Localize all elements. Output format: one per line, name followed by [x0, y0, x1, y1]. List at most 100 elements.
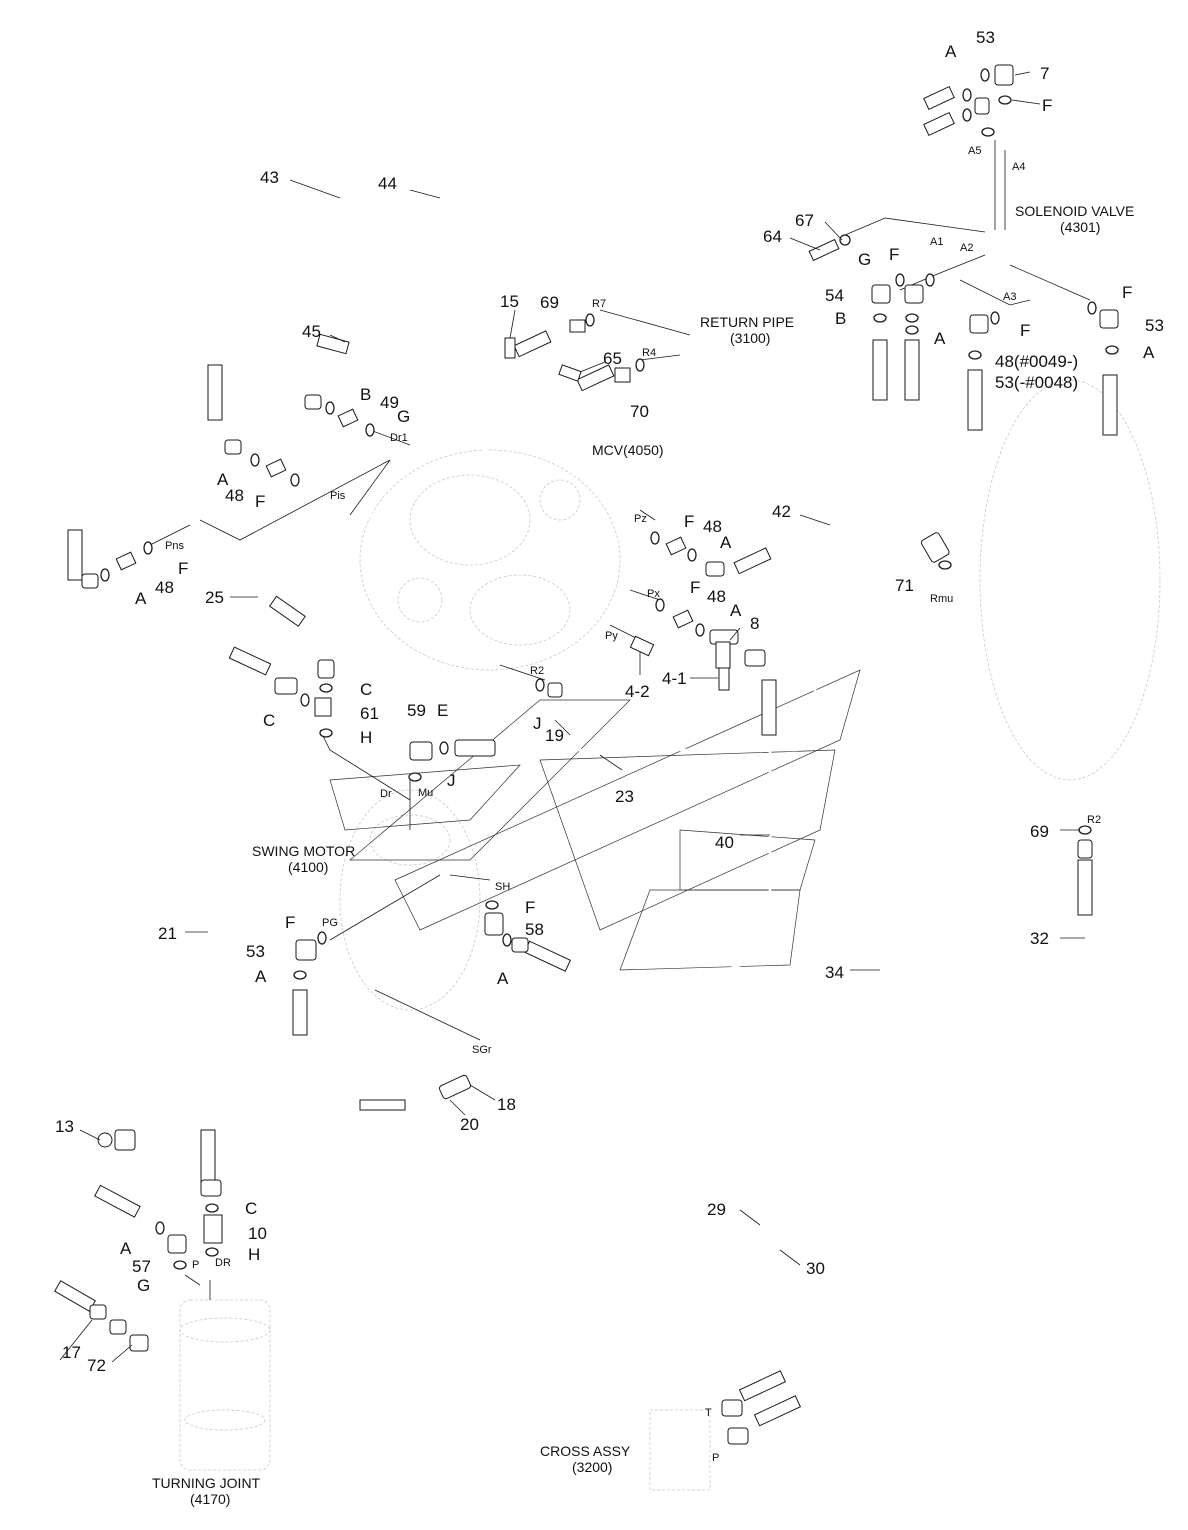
solenoid-valve-label: SOLENOID VALVE [1015, 203, 1134, 219]
callout: H [360, 728, 372, 747]
callout: 72 [87, 1356, 106, 1375]
callout: PG [322, 917, 338, 929]
callout: F [178, 559, 188, 578]
cross-assy-code: (3200) [572, 1459, 612, 1475]
callout: F [684, 512, 694, 531]
callout: 8 [750, 614, 759, 633]
pipe-44 [213, 78, 946, 440]
callout: R4 [642, 347, 656, 359]
frame-logo-outline [329, 669, 861, 971]
callout: F [525, 898, 535, 917]
callout: 21 [158, 924, 177, 943]
solenoid-ghost [979, 379, 1161, 781]
callout: 48 [225, 486, 244, 505]
callout: 4-1 [662, 669, 687, 688]
callout: 17 [62, 1343, 81, 1362]
pipe-45 [290, 337, 541, 402]
swing-motor-code: (4100) [288, 859, 328, 875]
callout: 70 [630, 402, 649, 421]
callout: F [690, 578, 700, 597]
callout: 18 [497, 1095, 516, 1114]
callout: B [835, 309, 846, 328]
callout: A [945, 42, 957, 61]
pipe-20 [298, 1030, 441, 1107]
callout: A [934, 329, 946, 348]
callout: E [437, 701, 448, 720]
pipe-25 [258, 383, 601, 652]
port-leaders [149, 140, 1091, 1300]
callout: Py [605, 630, 618, 642]
callout: Dr1 [390, 432, 408, 444]
callout: 69 [1030, 822, 1049, 841]
callout: 64 [763, 227, 782, 246]
cross-assy-ghost [649, 1409, 711, 1491]
callout: F [1042, 96, 1052, 115]
pipe-43 [73, 48, 946, 585]
callout: A4 [1012, 161, 1025, 173]
callout: G [397, 407, 410, 426]
fittings [81, 64, 1119, 1445]
callout: 25 [205, 588, 224, 607]
callout: 45 [302, 322, 321, 341]
swing-motor-label: SWING MOTOR [252, 843, 355, 859]
callout: 30 [806, 1259, 825, 1278]
callout: Pis [330, 490, 346, 502]
callout: A [217, 470, 229, 489]
callout: 23 [615, 787, 634, 806]
callout: 61 [360, 704, 379, 723]
callout: 53 [976, 28, 995, 47]
callout: 54 [825, 286, 844, 305]
callout: SGr [472, 1044, 492, 1056]
turning-joint-label: TURNING JOINT [152, 1475, 261, 1491]
turning-joint-code: (4170) [190, 1491, 230, 1507]
callout: R2 [1087, 814, 1101, 826]
callout: A2 [960, 242, 973, 254]
callout: A [730, 601, 742, 620]
hose-crimps [53, 85, 1118, 1427]
callout: 34 [825, 963, 844, 982]
callout: A3 [1003, 291, 1016, 303]
callout: 40 [715, 833, 734, 852]
callout: F [255, 492, 265, 511]
pipe-21 [206, 652, 266, 1150]
callout: 48(#0049-) [995, 352, 1078, 371]
callout: 69 [540, 293, 559, 312]
callouts: A 53 7 F A5 A4 43 44 67 64 G F A1 A2 54 … [55, 28, 1164, 1464]
callout: A [255, 967, 267, 986]
callout: A5 [968, 145, 981, 157]
callout: 65 [603, 349, 622, 368]
callout: Mu [418, 787, 433, 799]
callout: 44 [378, 174, 397, 193]
callout: Pns [165, 540, 184, 552]
callout: F [285, 913, 295, 932]
callout-leaders [59, 71, 1085, 1363]
pipe-23 [490, 503, 937, 752]
callout: 48 [707, 587, 726, 606]
callout: C [245, 1199, 257, 1218]
callout: Dr [380, 788, 392, 800]
callout: G [137, 1276, 150, 1295]
callout: J [533, 714, 542, 733]
pipe-32 [774, 880, 1087, 1422]
callout: C [263, 711, 275, 730]
callout: 53 [246, 942, 265, 961]
callout: Px [647, 588, 660, 600]
callout: R2 [530, 665, 544, 677]
callout: F [889, 245, 899, 264]
callout: 58 [525, 920, 544, 939]
component-labels: SOLENOID VALVE (4301) RETURN PIPE (3100)… [152, 203, 1134, 1507]
callout: 71 [895, 576, 914, 595]
pipe-34 [759, 360, 882, 1402]
pipe-40 [539, 710, 772, 1002]
callout: 19 [545, 726, 564, 745]
callout: 43 [260, 168, 279, 187]
callout: J [447, 771, 456, 790]
callout: 57 [132, 1257, 151, 1276]
callout: Rmu [930, 593, 953, 605]
mcv-label: MCV(4050) [592, 442, 664, 458]
callout: 29 [707, 1200, 726, 1219]
callout: 32 [1030, 929, 1049, 948]
pipe-13-17 [3, 1056, 400, 1307]
